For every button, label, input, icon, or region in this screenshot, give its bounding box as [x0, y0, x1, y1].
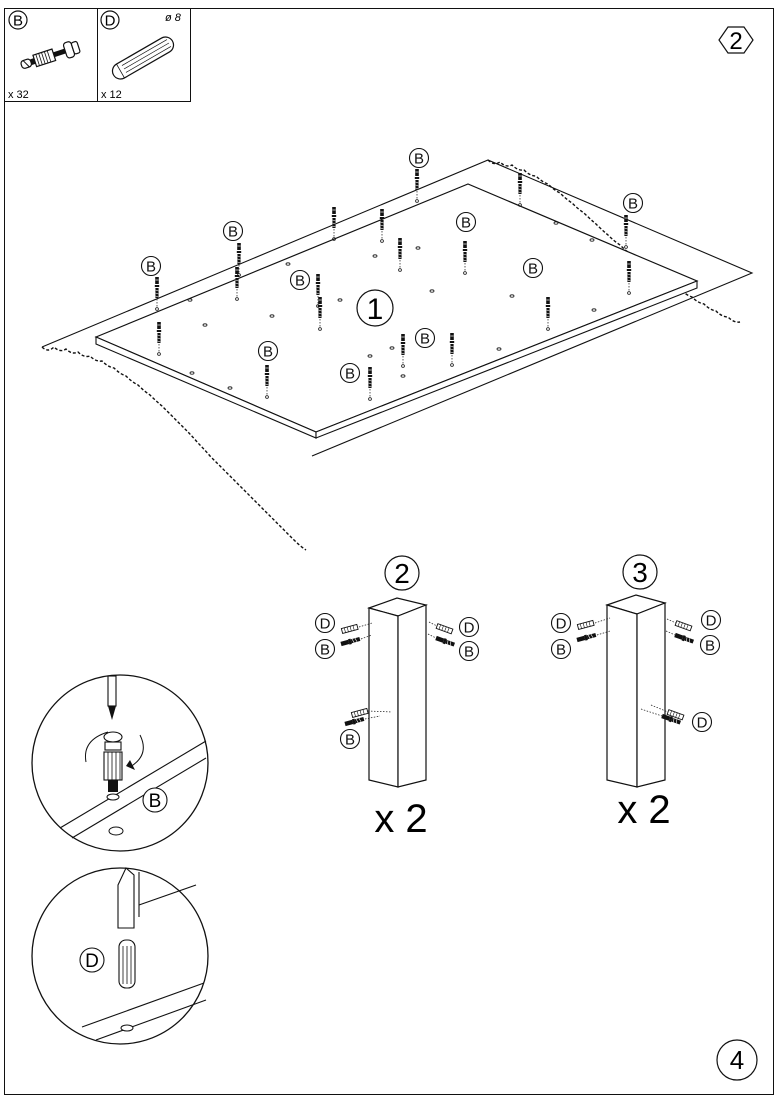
- part-b-badge: [8, 10, 28, 30]
- page-border: [4, 8, 774, 1095]
- callout-b-label: B: [146, 259, 156, 276]
- dowel-icon: [111, 36, 175, 80]
- screw-callouts: [140, 147, 644, 384]
- leg-3-callout: D: [556, 616, 567, 633]
- cam-bolt-icon: [20, 40, 81, 69]
- callout-b-label: B: [528, 261, 538, 278]
- leg-3-callout: B: [705, 638, 715, 655]
- callout-b-label: B: [345, 366, 355, 383]
- leg-3-number: 3: [632, 557, 648, 588]
- part-d-quantity: x 12: [101, 89, 122, 101]
- leg-2-callout: D: [320, 616, 331, 633]
- tabletop-board: [94, 183, 699, 433]
- leg-3-assembly: 3 D B D B D x 2: [550, 554, 722, 832]
- leg-3-multiplier: x 2: [617, 788, 670, 832]
- leg-3-callout: D: [706, 613, 717, 630]
- part-d-letter: D: [105, 13, 116, 30]
- detail-b-label: B: [149, 791, 162, 812]
- dowel-diameter-label: ø 8: [165, 12, 182, 24]
- callout-b-label: B: [461, 215, 471, 232]
- leg-3-callout: B: [556, 642, 566, 659]
- detail-cam-bolt-insertion: B: [31, 674, 209, 852]
- detail-d-label: D: [85, 951, 99, 972]
- page-number-badge: [716, 1039, 758, 1081]
- leg-2-callout: D: [464, 620, 475, 637]
- part-b-quantity: x 32: [8, 89, 29, 101]
- step-number-badge: 2: [718, 26, 754, 55]
- pre-drilled-holes: [187, 221, 597, 390]
- protective-mat: [41, 159, 754, 457]
- svg-text:2: 2: [729, 28, 742, 55]
- leg-2-assembly: 2 D B D B B x 2: [314, 555, 480, 841]
- callout-b-label: B: [228, 224, 238, 241]
- part-d-badge: [100, 10, 120, 30]
- leg-2-callout: B: [345, 732, 355, 749]
- leg-3-callout: D: [697, 715, 708, 732]
- callout-b-label: B: [420, 331, 430, 348]
- detail-dowel-insertion: D: [31, 867, 209, 1045]
- page-number: 4: [730, 1045, 744, 1075]
- leg-2-multiplier: x 2: [374, 797, 427, 841]
- panel-number: 1: [367, 293, 384, 326]
- tabletop-panel-view: B B B B B B B B B B 1: [41, 147, 754, 551]
- callout-b-label: B: [628, 196, 638, 213]
- leg-2-number: 2: [394, 558, 410, 589]
- parts-legend: B x 32 D ø 8 x 12: [4, 8, 191, 102]
- leg-2-callout: B: [464, 644, 474, 661]
- screwdriver-icon: [107, 675, 117, 720]
- leg-2-callout: B: [320, 642, 330, 659]
- callout-b-label: B: [295, 273, 305, 290]
- part-b-letter: B: [13, 13, 23, 30]
- callout-b-label: B: [414, 151, 424, 168]
- callout-b-label: B: [263, 344, 273, 361]
